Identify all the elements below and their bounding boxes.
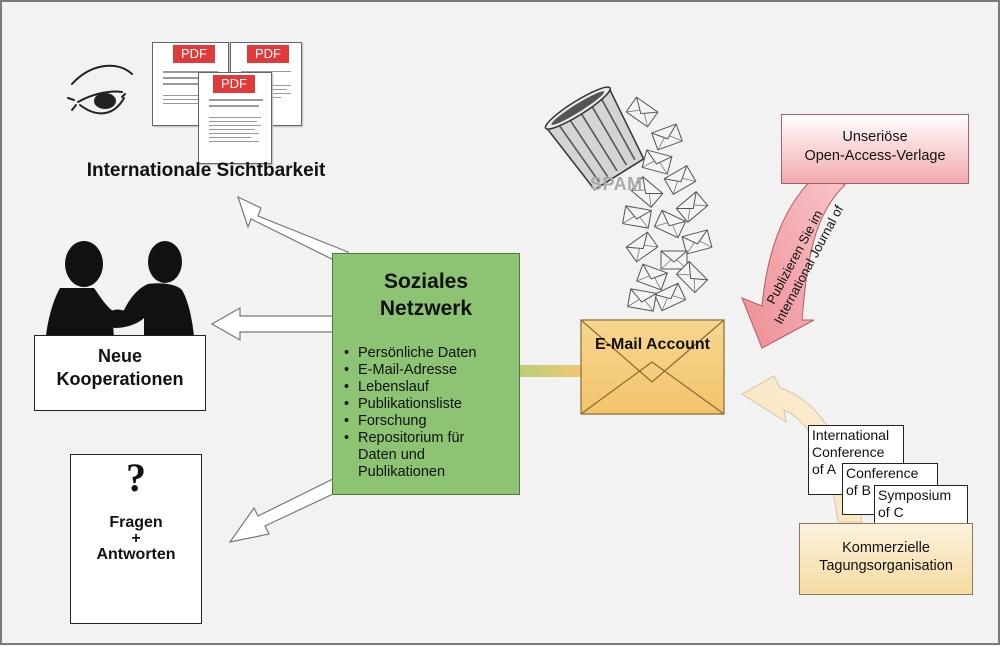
publisher-curved-arrow (741, 171, 846, 349)
pdf-tag: PDF (173, 45, 215, 63)
cooperations-box (34, 335, 206, 411)
network-item: Repositorium für Daten und Publikationen (338, 430, 506, 481)
visibility-label: Internationale Sichtbarkeit (86, 160, 326, 181)
arrow-to-visibility (236, 195, 349, 265)
email-account-label: E-Mail Account (595, 336, 710, 353)
spam-label: SPAM (590, 174, 643, 194)
eye-icon (67, 64, 133, 115)
network-item: Persönliche Daten (338, 345, 518, 362)
network-item: Forschung (338, 413, 518, 430)
spam-mails (622, 96, 713, 312)
network-item: Publikationsliste (338, 396, 518, 413)
publisher-box (781, 114, 969, 184)
network-item: E-Mail-Adresse (338, 362, 518, 379)
questions-label: Fragen + Antworten (96, 514, 176, 563)
envelope-icon (580, 319, 725, 415)
trash-can-icon (544, 86, 645, 191)
question-mark-icon: ? (126, 455, 146, 500)
organizer-label: Kommerzielle Tagungsorganisation (819, 540, 953, 574)
cooperations-label: Neue Kooperationen (56, 346, 184, 389)
arrow-to-cooperations (210, 306, 349, 342)
pdf-tag: PDF (213, 75, 255, 93)
organizer-box (799, 523, 973, 595)
network-title: Soziales Netzwerk (379, 270, 473, 320)
network-item: Lebenslauf (338, 379, 518, 396)
publisher-label: Unseriöse Open-Access-Verlage (804, 129, 946, 164)
questions-box (70, 454, 202, 624)
pdf-tag: PDF (247, 45, 289, 63)
conference-doc-c: Symposium of C (874, 485, 968, 530)
pdf-document-icon: PDF (198, 72, 272, 164)
handshake-icon (46, 241, 194, 336)
network-item-list: Persönliche Daten E-Mail-Adresse Lebensl… (338, 345, 518, 481)
